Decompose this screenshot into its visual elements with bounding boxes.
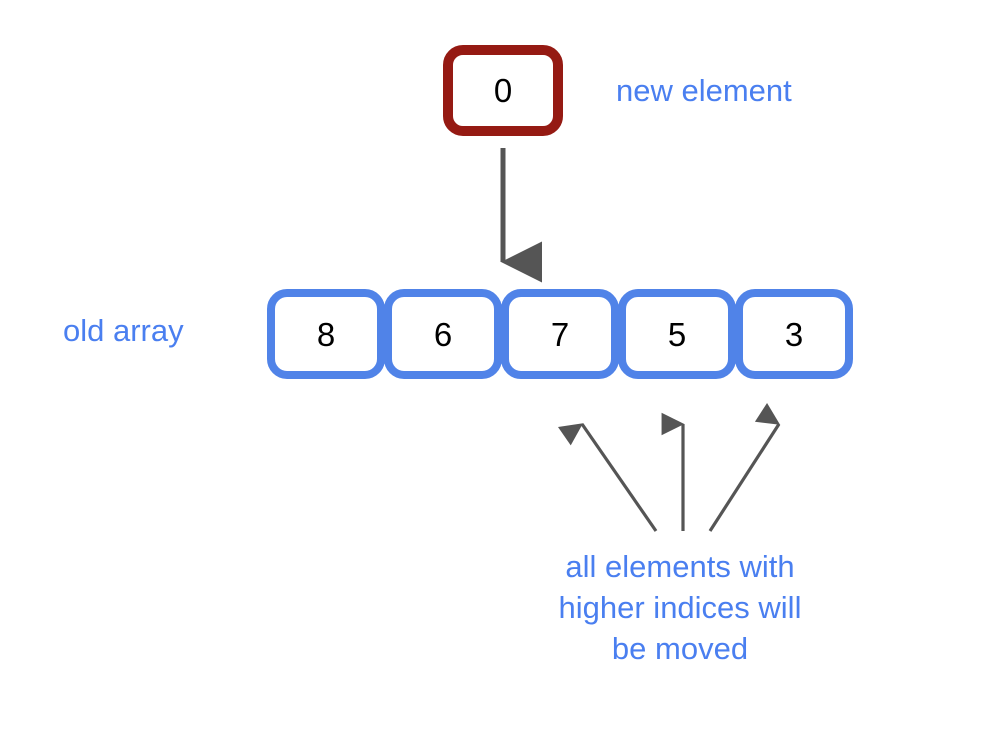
array-cell-4: 3 xyxy=(735,289,853,379)
array-cell-3: 5 xyxy=(618,289,736,379)
array-cell-value: 5 xyxy=(667,315,687,353)
shift-arrow-right xyxy=(708,402,781,532)
old-array-row: 8 6 7 5 3 xyxy=(267,289,853,379)
shift-note-line-2: higher indices will xyxy=(558,590,802,625)
new-element-label: new element xyxy=(616,73,792,108)
shift-note: all elements with higher indices will be… xyxy=(503,546,857,669)
shift-note-line-3: be moved xyxy=(611,631,749,666)
array-cell-1: 6 xyxy=(384,289,502,379)
old-array-label: old array xyxy=(63,313,184,348)
shift-arrow-left xyxy=(557,423,658,532)
shift-note-line-1: all elements with xyxy=(565,549,795,584)
array-cell-value: 7 xyxy=(550,315,570,353)
array-cell-0: 8 xyxy=(267,289,385,379)
new-element-box: 0 xyxy=(443,45,563,136)
array-cell-value: 8 xyxy=(316,315,336,353)
array-cell-2: 7 xyxy=(501,289,619,379)
array-cell-value: 6 xyxy=(433,315,453,353)
new-element-value: 0 xyxy=(493,72,513,109)
array-cell-value: 3 xyxy=(784,315,804,353)
